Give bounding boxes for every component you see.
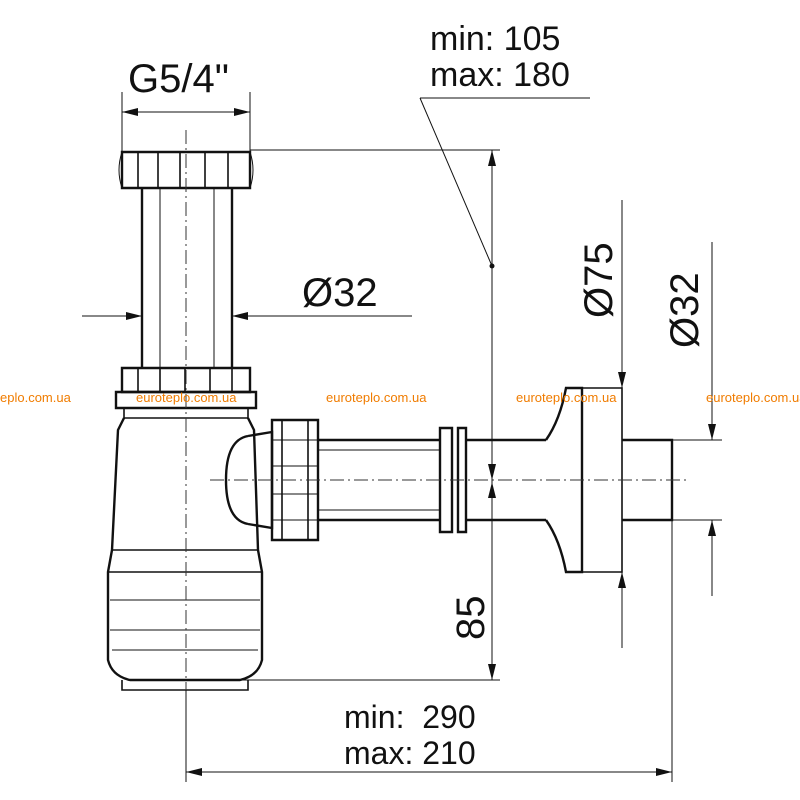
dim-outlet-diameter <box>672 242 722 596</box>
dim-flange-diameter <box>618 200 626 648</box>
horizontal-pipe <box>318 426 546 534</box>
tube-diameter-label: Ø32 <box>302 271 378 315</box>
dim-length <box>185 520 673 782</box>
watermark-text: euroteplo.com.ua <box>136 390 237 405</box>
vertical-tube <box>140 188 234 368</box>
outlet-diameter-label: Ø32 <box>663 272 707 348</box>
bottle-body <box>106 417 264 691</box>
watermark-text: euroteplo.com.ua <box>326 390 427 405</box>
dim-height <box>250 97 590 480</box>
watermark-text: euroteplo.com.ua <box>516 390 617 405</box>
dim-outlet-height <box>240 480 500 681</box>
watermark-text: euroteplo.com.ua <box>706 390 800 405</box>
length-min-label: min: 290 <box>344 699 476 735</box>
length-max-label: max: 210 <box>344 735 476 771</box>
thread-label: G5/4" <box>128 57 229 101</box>
dim-thread <box>121 92 251 152</box>
outlet-height-label: 85 <box>449 596 493 641</box>
upper-nut <box>118 150 254 190</box>
dim-tube-diameter <box>82 312 412 320</box>
watermark-text: eplo.com.ua <box>0 390 72 405</box>
height-min-label: min: 105 <box>430 20 560 58</box>
height-max-label: max: 180 <box>430 56 570 94</box>
flange-diameter-label: Ø75 <box>577 242 621 318</box>
